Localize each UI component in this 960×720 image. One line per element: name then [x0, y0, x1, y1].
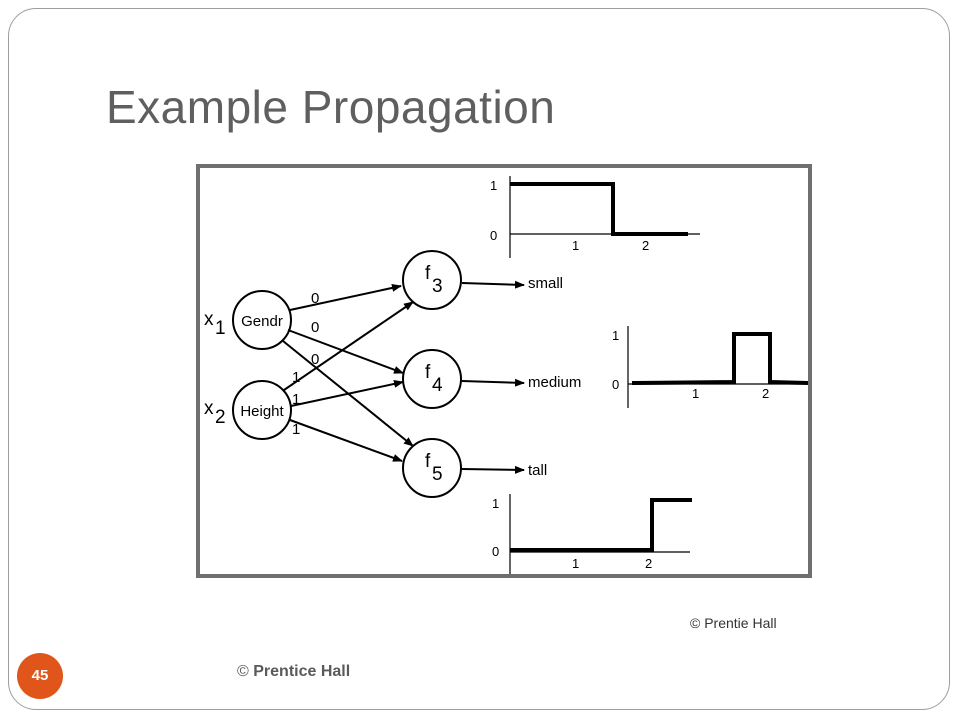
- input-label-gendr: Gendr: [241, 313, 283, 330]
- output-arrow-medium: [461, 378, 525, 387]
- output-label-tall: tall: [528, 462, 547, 479]
- membership-plot-tall: 1 0 1 2: [492, 494, 692, 574]
- edge-height-f4: [290, 379, 404, 407]
- output-label-medium: medium: [528, 374, 581, 391]
- svg-text:f: f: [425, 362, 431, 383]
- input-node-height: Height: [232, 380, 292, 440]
- footer-credit: © Prentice Hall: [237, 663, 350, 681]
- slide-title: Example Propagation: [106, 81, 556, 133]
- node-f3: f 3: [402, 250, 462, 310]
- copyright-symbol: ©: [237, 663, 249, 680]
- svg-text:0: 0: [492, 544, 499, 559]
- input-node-gendr: Gendr: [232, 290, 292, 350]
- edge-height-f3: [283, 301, 414, 391]
- svg-text:1: 1: [572, 556, 579, 571]
- svg-text:0: 0: [490, 228, 497, 243]
- footer-credit-text: Prentice Hall: [253, 663, 351, 680]
- edge-gendr-f4: [287, 329, 404, 374]
- svg-text:1: 1: [215, 318, 226, 339]
- svg-text:2: 2: [215, 407, 226, 428]
- svg-text:f: f: [425, 263, 431, 284]
- weight-gendr-f5: 0: [311, 351, 319, 368]
- weight-height-f5: 1: [292, 421, 300, 438]
- svg-text:2: 2: [642, 238, 649, 253]
- output-arrow-small: [461, 280, 525, 289]
- node-f4: f 4: [402, 349, 462, 409]
- membership-plot-small: 1 0 1 2: [490, 176, 700, 258]
- edge-height-f5: [289, 419, 403, 462]
- weight-height-f3: 1: [292, 369, 300, 386]
- svg-text:f: f: [425, 451, 431, 472]
- input-label-height: Height: [240, 403, 284, 420]
- svg-text:2: 2: [762, 386, 769, 401]
- input-var-x2: x 2: [204, 398, 226, 428]
- slide-number-badge: 45: [17, 653, 63, 699]
- edge-gendr-f3: [289, 283, 402, 311]
- svg-text:5: 5: [432, 464, 443, 485]
- svg-text:3: 3: [432, 276, 443, 297]
- svg-text:0: 0: [612, 377, 619, 392]
- figure-credit: © Prentie Hall: [690, 615, 777, 631]
- svg-text:1: 1: [572, 238, 579, 253]
- svg-text:1: 1: [492, 496, 499, 511]
- svg-text:1: 1: [612, 328, 619, 343]
- svg-text:x: x: [204, 309, 214, 330]
- weight-gendr-f3: 0: [311, 290, 319, 307]
- weight-gendr-f4: 0: [311, 319, 319, 336]
- svg-text:2: 2: [645, 556, 652, 571]
- svg-text:4: 4: [432, 375, 443, 396]
- svg-text:1: 1: [692, 386, 699, 401]
- svg-text:x: x: [204, 398, 214, 419]
- output-arrow-tall: [461, 465, 525, 474]
- output-label-small: small: [528, 275, 563, 292]
- node-f5: f 5: [402, 438, 462, 498]
- membership-plot-medium: 1 0 1 2: [612, 326, 808, 408]
- svg-text:1: 1: [490, 178, 497, 193]
- weight-height-f4: 1: [292, 391, 300, 408]
- neural-network-figure: Gendr Height x 1 x 2 f 3 f 4 f 5: [196, 164, 812, 578]
- input-var-x1: x 1: [204, 309, 226, 339]
- network-diagram: Gendr Height x 1 x 2 f 3 f 4 f 5: [204, 176, 808, 574]
